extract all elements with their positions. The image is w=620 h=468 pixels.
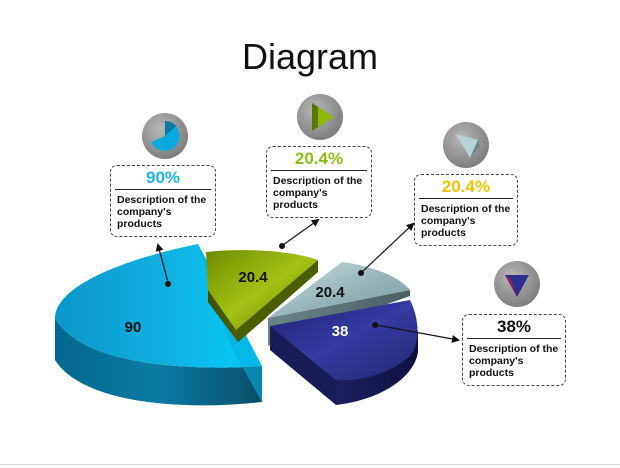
pie-slice-20-4-green [206,250,318,342]
callout-20-4-green: 20.4% Description of the company's produ… [266,146,372,218]
pie-slice-gray-icon [443,122,489,168]
callout-20-4-green-percent: 20.4% [271,147,367,171]
callout-20-4-gray-percent: 20.4% [419,175,513,199]
pie-slice-38-top [270,300,418,381]
connector-20-4-green [282,218,320,246]
callout-38: 38% Description of the company's product… [462,314,566,386]
callout-90-description: Description of the company's products [117,194,207,230]
pie-slice-38-side [270,326,418,405]
pie-slice-navy-icon [494,261,540,307]
connector-90 [155,243,169,283]
callout-38-percent: 38% [467,315,561,339]
pie-slice-20-4-gray-top [268,262,410,318]
pie-slice-90-side [55,318,262,406]
chart-title: Diagram [241,36,379,77]
callout-90: 90% Description of the company's product… [110,165,216,237]
callout-90-percent: 90% [115,166,211,190]
callout-20-4-green-description: Description of the company's products [273,175,363,211]
connector-20-4-gray [361,222,415,273]
callout-20-4-gray-description: Description of the company's products [421,203,511,239]
data-label-90: 90 [125,319,142,336]
connector-38 [375,324,460,343]
pie-slice-cyan-icon [142,113,188,159]
data-label-20-4-green: 20.4 [238,269,268,286]
callout-20-4-gray: 20.4% Description of the company's produ… [414,174,518,246]
bottom-divider [0,464,620,465]
data-label-38: 38 [332,323,349,340]
pie-slice-38 [270,300,418,405]
callout-38-description: Description of the company's products [469,343,559,379]
pie-slice-20-4-green-top [206,250,318,330]
pie-slice-green-icon [297,94,343,140]
data-label-20-4-gray: 20.4 [315,284,345,301]
